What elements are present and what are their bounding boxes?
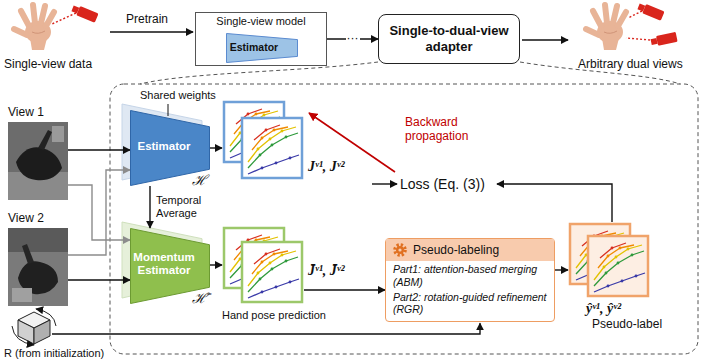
drawing-part bbox=[8, 228, 68, 252]
flow-arrow bbox=[210, 147, 222, 148]
adapter-box: Single-to-dual-view adapter bbox=[378, 14, 520, 64]
flow-arrow bbox=[210, 264, 222, 265]
network-symbol: ℋ bbox=[192, 172, 207, 188]
drawing-part bbox=[52, 126, 64, 142]
gradient-label: Backward propagation bbox=[405, 116, 491, 144]
drawing-part bbox=[248, 125, 299, 174]
drawing-part bbox=[586, 5, 626, 50]
drawing-part bbox=[16, 147, 62, 180]
drawing-part bbox=[22, 244, 34, 264]
prediction-stack: J̄ᵛ¹, J̄ᵛ² bbox=[222, 226, 304, 304]
pose-symbol: J̄ᵛ¹, J̄ᵛ² bbox=[308, 262, 345, 280]
loss-input-arrow bbox=[372, 183, 397, 184]
drawing-part bbox=[588, 236, 648, 296]
estimator-name: Momentum Estimator bbox=[131, 251, 197, 277]
view-image: View 2 bbox=[8, 228, 68, 306]
figure-label: Single-view data bbox=[4, 58, 92, 72]
drawing-part bbox=[594, 243, 645, 292]
drawing-part bbox=[52, 13, 76, 24]
drawing-part bbox=[395, 245, 405, 255]
flow-arrow bbox=[68, 149, 130, 150]
drawing-part bbox=[38, 130, 52, 150]
note-label: Shared weights bbox=[140, 89, 216, 102]
drawing-part bbox=[110, 84, 698, 354]
detail-region bbox=[110, 62, 698, 354]
single-view-hand bbox=[14, 4, 99, 50]
estimator-name: Estimator bbox=[228, 41, 280, 53]
prediction-stack: Jᵛ¹, Jᵛ² bbox=[222, 100, 304, 180]
estimator-trapezoid: Estimatorℋ bbox=[130, 110, 210, 186]
dual-view-hand bbox=[586, 2, 678, 50]
drawing-part bbox=[36, 309, 56, 326]
drawing-part bbox=[12, 288, 32, 302]
estimator-trapezoid: Estimator bbox=[226, 33, 298, 63]
rotation-arrow bbox=[52, 323, 480, 334]
drawing-part bbox=[12, 326, 34, 345]
flow-arrow bbox=[304, 289, 385, 290]
box-heading: Pseudo-labeling bbox=[413, 243, 499, 257]
pseudo-label-loss-arrow bbox=[497, 184, 612, 222]
flow-arrow bbox=[68, 185, 130, 240]
arrow-label: Pretrain bbox=[126, 13, 168, 27]
drawing-part bbox=[650, 32, 678, 47]
pose-plot-panels bbox=[222, 226, 304, 304]
pose-symbol: Jᵛ¹, Jᵛ² bbox=[308, 158, 345, 176]
rotation-label: R (from initialization) bbox=[4, 347, 104, 360]
pose-symbol: ŷᵛ¹, ŷᵛ² bbox=[586, 300, 621, 318]
drawing-part bbox=[396, 246, 404, 254]
momentum-trapezoid: Momentum Estimatorℋ̄ bbox=[130, 228, 210, 304]
drawing-part bbox=[8, 122, 68, 200]
drawing-part bbox=[242, 118, 302, 178]
figure-label: Arbitrary dual views bbox=[578, 58, 683, 72]
output-arrow bbox=[522, 39, 568, 40]
loss-label: Loss (Eq. (3)) bbox=[400, 176, 485, 192]
flow-arrow bbox=[555, 269, 568, 270]
pseudo-labeling-box: Pseudo-labelingPart1: attention-based me… bbox=[385, 238, 555, 322]
caption-label: Pseudo-label bbox=[592, 318, 662, 332]
view-image: View 1 bbox=[8, 122, 68, 200]
drawing-part bbox=[242, 242, 302, 302]
box-header: Pseudo-labeling bbox=[386, 239, 554, 261]
drawing-part bbox=[227, 34, 298, 63]
step-text: Part2: rotation-guided refinement (RGR) bbox=[386, 289, 554, 322]
pose-plot-panels bbox=[222, 100, 304, 180]
camera-view-photo bbox=[8, 122, 68, 200]
flow-arrow bbox=[68, 279, 130, 280]
camera-view-photo bbox=[8, 228, 68, 306]
rotation-cube bbox=[12, 309, 56, 345]
model-box: Single-view modelEstimator bbox=[195, 12, 327, 66]
box-heading: Single-view model bbox=[196, 15, 326, 27]
drawing-part bbox=[248, 249, 299, 298]
view-name: View 1 bbox=[8, 105, 44, 119]
network-symbol: ℋ̄ bbox=[192, 290, 207, 306]
flow-arrow bbox=[68, 170, 130, 255]
drawing-part bbox=[628, 11, 642, 18]
caption-label: Hand pose prediction bbox=[222, 309, 326, 322]
drawing-part bbox=[14, 5, 54, 50]
step-text: Part1: attention-based merging (ABM) bbox=[386, 261, 554, 289]
pose-plot-panels bbox=[568, 222, 650, 298]
pseudo-label-stack: ŷᵛ¹, ŷᵛ² bbox=[568, 222, 650, 298]
drawing-part bbox=[398, 248, 401, 251]
flow-arrow bbox=[149, 186, 150, 228]
drawing-part bbox=[626, 38, 650, 40]
drawing-part bbox=[8, 228, 68, 306]
shared-weights-bracket bbox=[168, 104, 169, 116]
gear-icon bbox=[392, 242, 408, 258]
drawing-part bbox=[34, 320, 50, 344]
pretrain-arrow bbox=[110, 31, 193, 32]
estimator-name: Estimator bbox=[133, 140, 195, 153]
edge-label: Temporal Average bbox=[156, 194, 220, 219]
edge-label: ··· bbox=[346, 32, 360, 46]
view-name: View 2 bbox=[8, 211, 44, 225]
adapter-name: Single-to-dual-view adapter bbox=[385, 23, 513, 54]
